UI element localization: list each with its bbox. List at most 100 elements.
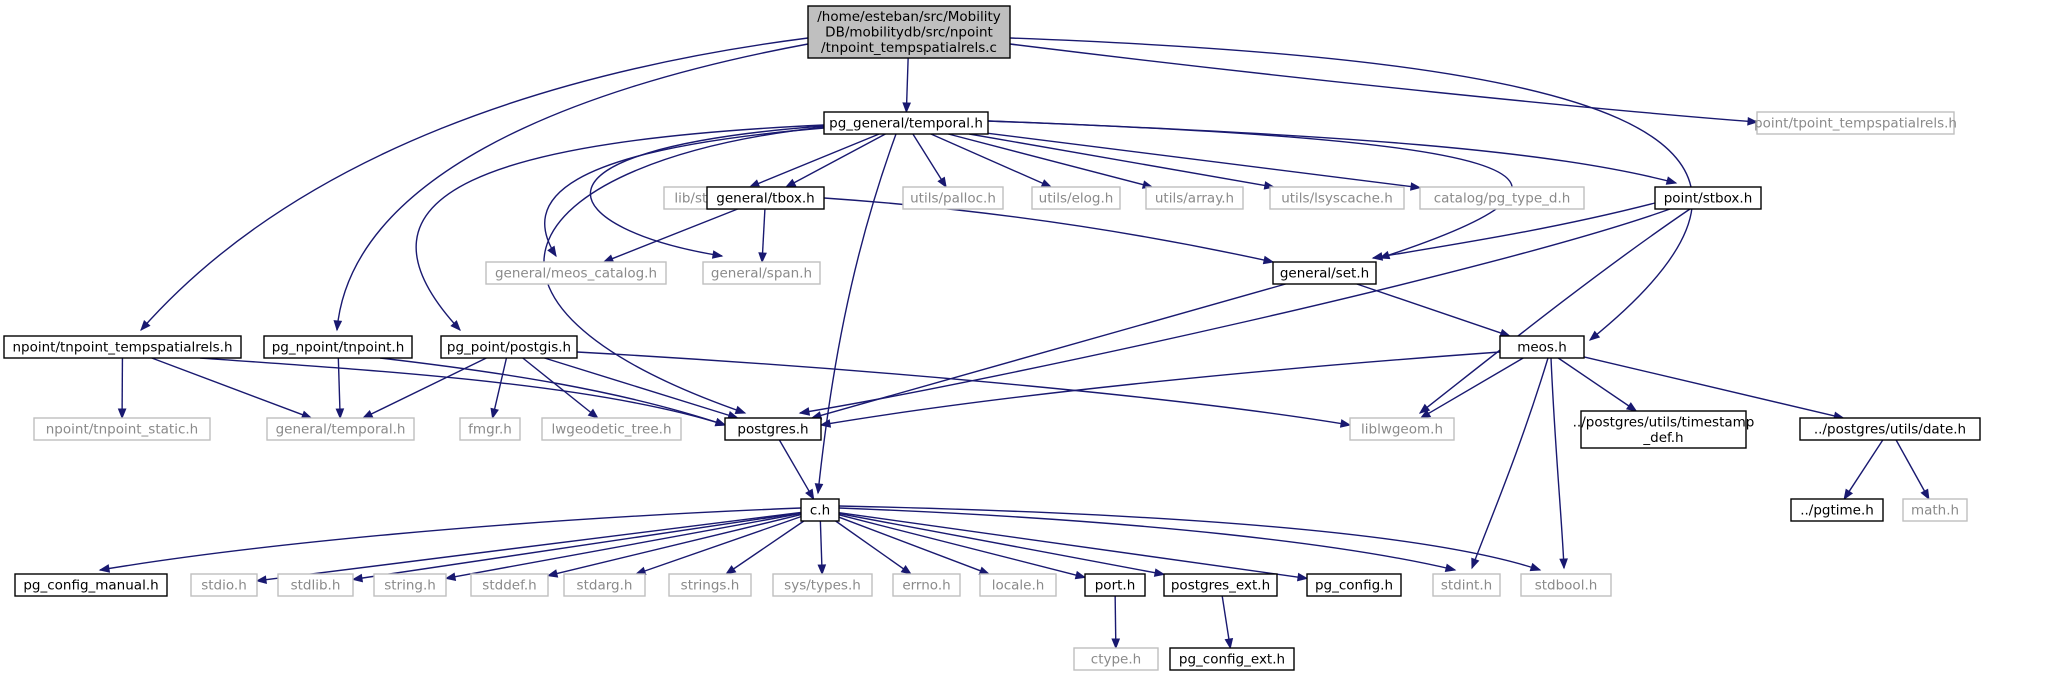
node-box [1432,573,1501,597]
node-npoint-tnpoint-static[interactable]: npoint/tnpoint_static.h [33,417,211,441]
node-lwgeodetic-tree[interactable]: lwgeodetic_tree.h [541,417,682,441]
node-general-meos-catalog[interactable]: general/meos_catalog.h [485,261,667,285]
node-label: stdint.h [1441,578,1492,594]
node-box [33,417,211,441]
edge-port-to-ctype [1111,595,1121,650]
node-strings[interactable]: strings.h [668,573,752,597]
node-label: meos.h [1517,340,1567,356]
node-pgtime[interactable]: ../pgtime.h [1790,498,1884,522]
node-point-stbox[interactable]: point/stbox.h [1654,186,1762,210]
node-pg-point-postgis[interactable]: pg_point/postgis.h [440,335,578,359]
node-label: ../postgres/utils/date.h [1814,422,1966,438]
node-label: pg_point/postgis.h [447,340,571,356]
node-math[interactable]: math.h [1902,498,1968,522]
node-locale[interactable]: locale.h [979,573,1057,597]
edge-general_set-to-postgres [810,283,1286,420]
node-general-temporal[interactable]: general/temporal.h [266,417,415,441]
node-label: locale.h [992,578,1045,594]
node-meos[interactable]: meos.h [1499,335,1585,359]
edge-c-to-pg_config_manual [98,507,802,573]
node-c[interactable]: c.h [800,498,840,522]
node-box [1580,410,1747,449]
edge-c-to-port [838,514,1087,580]
node-general-set[interactable]: general/set.h [1272,261,1377,285]
node-stdlib[interactable]: stdlib.h [277,573,354,597]
node-pg-config[interactable]: pg_config.h [1306,573,1402,597]
edge-root-to-pg_general_temporal [902,57,912,114]
node-utils-lsyscache[interactable]: utils/lsyscache.h [1269,186,1405,210]
edge-c-to-locale [838,516,991,575]
node-stdint[interactable]: stdint.h [1432,573,1501,597]
node-label: sys/types.h [784,578,861,594]
edge-pg_general_temporal-to-general_span [589,125,825,259]
edge-pg_point_postgis-to-liblwgeom [576,351,1352,428]
node-general-span[interactable]: general/span.h [702,261,821,285]
node-label: utils/array.h [1155,191,1234,207]
edge-npoint_tnpoint_tempspatialrels-to-general_temporal [151,357,313,419]
node-box [1269,186,1405,210]
node-label: lwgeodetic_tree.h [551,422,671,438]
node-utils-elog[interactable]: utils/elog.h [1031,186,1121,210]
node-point-tpoint-tempspatialrels[interactable]: point/tpoint_tempspatialrels.h [1754,111,1957,135]
node-box [1654,186,1762,210]
node-pg-config-manual[interactable]: pg_config_manual.h [14,573,168,597]
node-label: utils/palloc.h [910,191,996,207]
node-utils-palloc[interactable]: utils/palloc.h [902,186,1004,210]
node-label: npoint/tnpoint_tempspatialrels.h [12,340,232,356]
edge-c-to-stddef [546,513,802,578]
node-box [1349,417,1455,441]
edge-c-to-strings [725,520,805,575]
node-label: pg_config_ext.h [1179,652,1285,668]
node-box [373,573,447,597]
node-pg-npoint-tnpoint[interactable]: pg_npoint/tnpoint.h [263,335,413,359]
node-general-tbox[interactable]: general/tbox.h [706,186,825,210]
node-label: general/tbox.h [716,191,814,207]
node-pg-config-ext[interactable]: pg_config_ext.h [1169,647,1295,671]
node-box [459,417,521,441]
node-label: catalog/pg_type_d.h [1434,191,1571,207]
node-errno[interactable]: errno.h [892,573,961,597]
node-sys-types[interactable]: sys/types.h [772,573,873,597]
edge-pg_general_temporal-to-general_tbox [784,133,886,188]
edge-pg_point_postgis-to-lwgeodetic_tree [522,357,599,419]
node-liblwgeom[interactable]: liblwgeom.h [1349,417,1455,441]
node-box [823,111,989,135]
node-box [190,573,258,597]
node-label: general/span.h [711,266,812,282]
edge-pg_npoint_tnpoint-to-postgres [379,357,727,427]
node-port[interactable]: port.h [1084,573,1146,597]
node-postgres[interactable]: postgres.h [724,417,822,441]
node-box [563,573,646,597]
node-ctype[interactable]: ctype.h [1073,647,1159,671]
node-pg-general-temporal[interactable]: pg_general/temporal.h [823,111,989,135]
node-postgres-ext[interactable]: postgres_ext.h [1163,573,1278,597]
node-stdbool[interactable]: stdbool.h [1520,573,1612,597]
node-box [541,417,682,441]
node-label: /tnpoint_tempspatialrels.c [821,40,997,56]
node-box [1145,186,1244,210]
node-stdio[interactable]: stdio.h [190,573,258,597]
node-box [1790,498,1884,522]
node-box [807,5,1011,59]
node-stdarg[interactable]: stdarg.h [563,573,646,597]
node-box [1169,647,1295,671]
edge-general_tbox-to-general_meos_catalog [602,208,738,263]
node-catalog-pg-type-d[interactable]: catalog/pg_type_d.h [1419,186,1585,210]
node-fmgr[interactable]: fmgr.h [459,417,521,441]
node-label: math.h [1911,503,1959,519]
node-npoint-tnpoint-tempspatialrels[interactable]: npoint/tnpoint_tempspatialrels.h [3,335,242,359]
edge-c-to-postgres_ext [838,512,1166,577]
edge-meos-to-timestamp_def [1557,357,1638,412]
node-string[interactable]: string.h [373,573,447,597]
node-root[interactable]: /home/esteban/src/MobilityDB/mobilitydb/… [807,5,1011,59]
node-timestamp-def[interactable]: ../postgres/utils/timestamp_def.h [1573,410,1755,449]
edge-c-to-stdbool [838,505,1542,572]
edge-pg_general_temporal-to-utils_lsyscache [969,133,1276,190]
node-utils-array[interactable]: utils/array.h [1145,186,1244,210]
node-utils-date[interactable]: ../postgres/utils/date.h [1799,417,1981,441]
edge-pg_point_postgis-to-postgres [544,357,739,420]
node-box [1799,417,1981,441]
node-stddef[interactable]: stddef.h [470,573,549,597]
node-label: postgres_ext.h [1171,578,1270,594]
node-box [1756,111,1955,135]
